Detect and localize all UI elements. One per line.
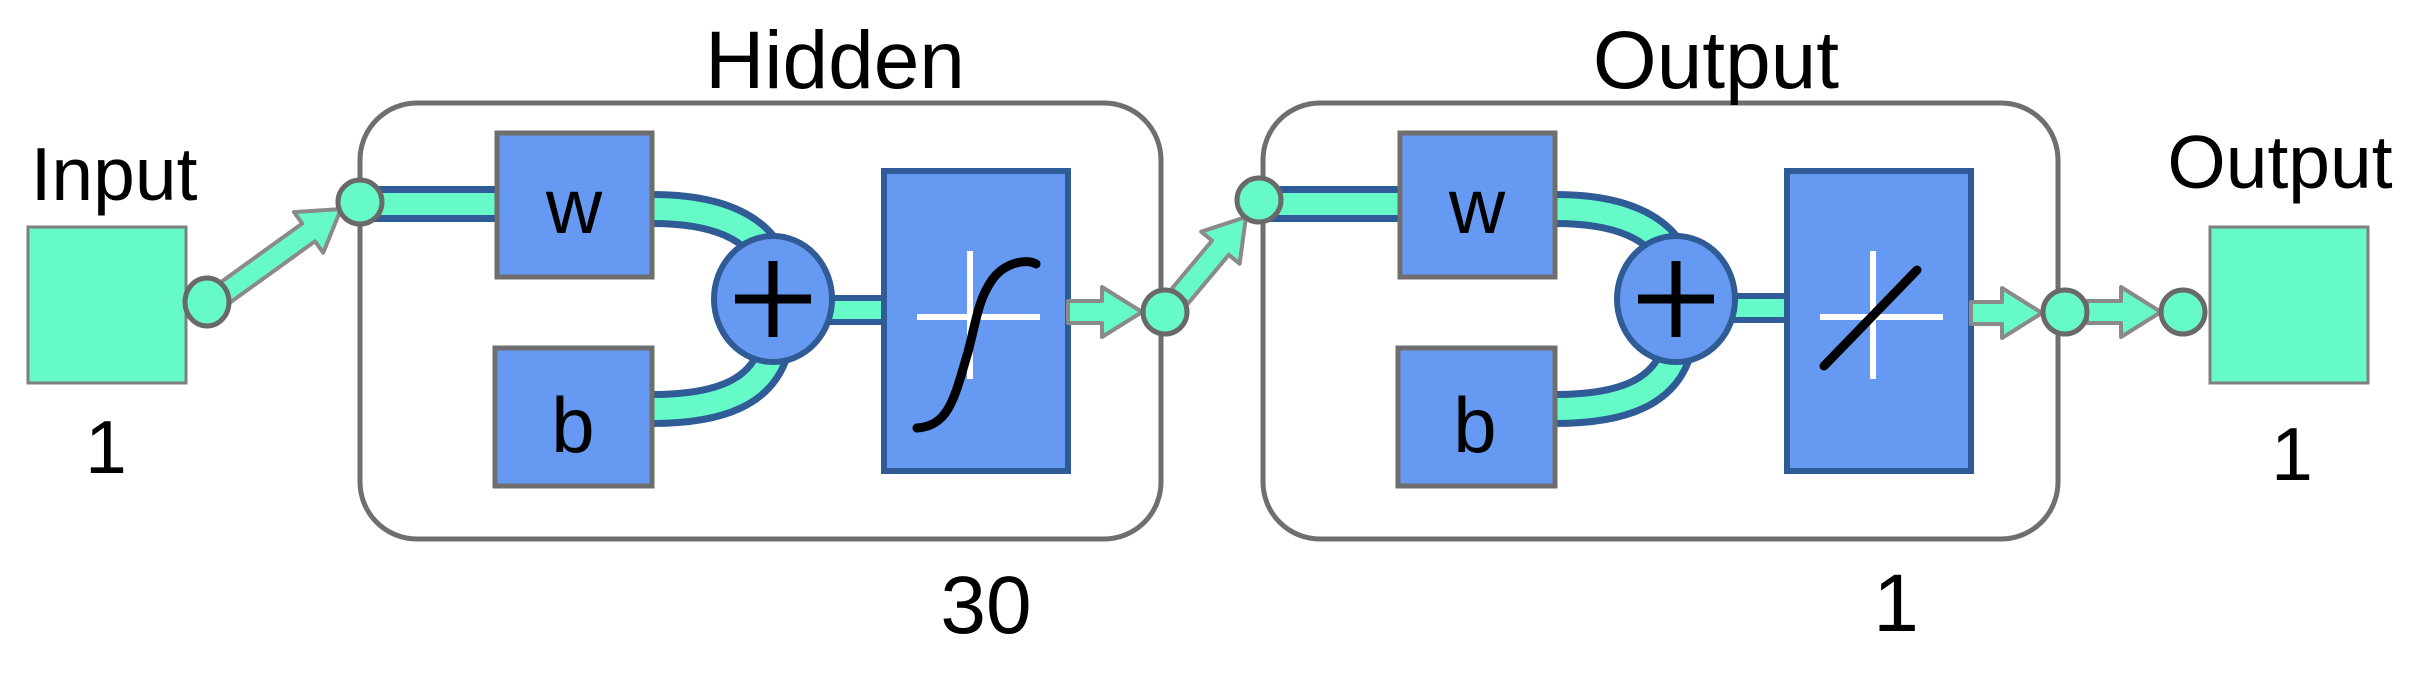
output-layer-title: Output bbox=[1593, 15, 1839, 106]
plus-icon bbox=[1638, 261, 1714, 337]
output-bias-label: b bbox=[1453, 381, 1496, 469]
output-square bbox=[2208, 225, 2370, 385]
input-node-dot bbox=[182, 275, 232, 329]
output-transfer-exit-arrow bbox=[1969, 286, 2044, 340]
output-weight-box bbox=[1397, 130, 1558, 280]
input-size: 1 bbox=[85, 405, 127, 489]
hidden-transfer-exit-arrow bbox=[1066, 285, 1144, 339]
input-to-hidden-arrow bbox=[210, 207, 343, 308]
hidden-sum-junction bbox=[711, 233, 835, 365]
output-size: 1 bbox=[2271, 412, 2313, 496]
hidden-to-output-arrow bbox=[1169, 215, 1248, 306]
output-exit-node-dot bbox=[2040, 287, 2090, 337]
input-label: Input bbox=[31, 132, 198, 216]
hidden-weight-box bbox=[494, 130, 655, 280]
hidden-bias-box bbox=[492, 345, 655, 489]
output-transfer-block bbox=[1784, 168, 1974, 474]
hidden-bias-label: b bbox=[551, 381, 594, 469]
output-entry-node-dot bbox=[1234, 175, 1284, 225]
hidden-entry-node-dot bbox=[335, 177, 385, 227]
hidden-weight-label: w bbox=[545, 162, 603, 250]
plus-icon bbox=[735, 261, 811, 337]
hidden-layer-title: Hidden bbox=[705, 15, 965, 106]
output-sum-junction bbox=[1614, 233, 1738, 365]
tansig-sigmoid-icon bbox=[912, 251, 1041, 433]
purelin-linear-icon bbox=[1819, 251, 1943, 379]
output-bias-box bbox=[1395, 345, 1558, 489]
input-square bbox=[26, 225, 188, 385]
output-weight-label: w bbox=[1448, 162, 1506, 250]
hidden-exit-node-dot bbox=[1140, 287, 1190, 337]
output-layer-size: 1 bbox=[1873, 558, 1919, 649]
output-label: Output bbox=[2167, 120, 2392, 204]
to-output-square-arrow bbox=[2085, 285, 2163, 339]
final-node-dot bbox=[2158, 287, 2208, 337]
hidden-transfer-block bbox=[881, 168, 1071, 474]
hidden-layer-size: 30 bbox=[940, 560, 1031, 651]
